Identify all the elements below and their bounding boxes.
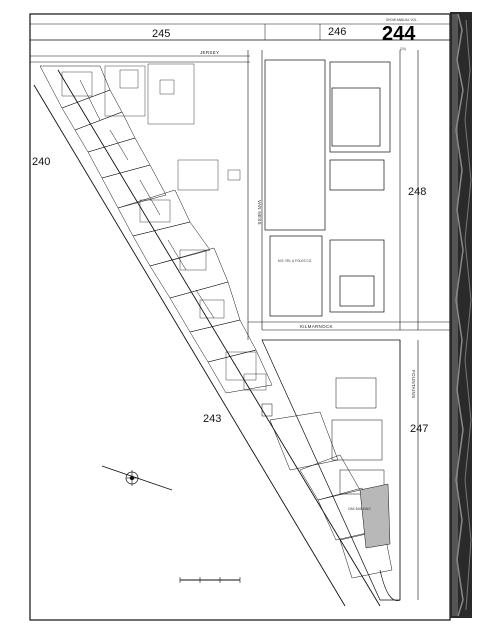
page-number: 244 (382, 23, 416, 45)
shaded-building (359, 483, 391, 549)
street-jersey: JERSEY (200, 50, 219, 55)
street-fountains: FOUNTAINS (411, 370, 416, 398)
avenue-edge-left (33, 84, 346, 607)
sheet-subheader: (24) (400, 47, 406, 51)
avenue-edge-right (57, 69, 381, 607)
building-cluster-upper (61, 63, 267, 391)
street-kilmarnock: KILMARNOCK (300, 324, 333, 329)
street-van-ness: VAN NESS (257, 200, 262, 225)
building-mfg: M.E. FEL & FOLKS CO. (278, 259, 312, 263)
block-label-247: 247 (410, 423, 428, 435)
bottom-curve (379, 569, 401, 601)
building-oak: OAK BUILDING (348, 507, 371, 511)
scale-bar (179, 577, 241, 583)
block-label-240: 240 (32, 156, 50, 168)
block-label-246: 246 (328, 26, 346, 38)
compass-rose (101, 465, 173, 491)
block-label-248: 248 (408, 186, 426, 198)
diagonal-lots-upper (39, 65, 273, 394)
block-label-243: 243 (203, 413, 221, 425)
sheet-header-text: SHOW ANNUAL VOL. (386, 18, 418, 22)
block-246-rect (264, 59, 391, 317)
binding-strip (450, 12, 472, 618)
block-label-245: 245 (152, 28, 170, 40)
